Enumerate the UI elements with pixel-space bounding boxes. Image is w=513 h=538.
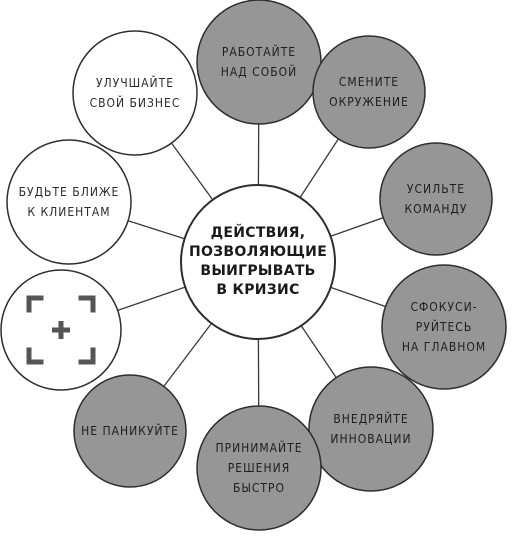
center-hub-line: ВЫИГРЫВАТЬ <box>200 263 316 279</box>
node-label-line: КОМАНДУ <box>404 202 468 216</box>
node-label-line: СМЕНИТЕ <box>338 75 400 89</box>
connector-line-change-surroundings <box>299 138 339 198</box>
node-label-line: БУДЬТЕ БЛИЖЕ <box>18 185 120 199</box>
node-label-improve-business: УЛУЧШАЙТЕ СВОЙ БИЗНЕС <box>73 31 197 155</box>
center-hub-circle <box>180 184 336 340</box>
node-circle-improve-business <box>72 30 198 156</box>
node-label-strengthen-team: УСИЛЬТЕ КОМАНДУ <box>380 143 492 255</box>
connector-line-strengthen-team <box>330 217 384 237</box>
node-label-work-on-self: РАБОТАЙТЕ НАД СОБОЙ <box>197 0 321 124</box>
node-label-line: К КЛИЕНТАМ <box>27 205 111 219</box>
node-label-line: НАД СОБОЙ <box>220 65 298 79</box>
node-circle-change-surroundings <box>312 35 426 149</box>
center-hub-line: ДЕЙСТВИЯ, <box>210 225 306 241</box>
node-label-line: ИННОВАЦИИ <box>330 432 412 446</box>
node-label-closer-to-clients: БУДЬТЕ БЛИЖЕ К КЛИЕНТАМ <box>7 140 131 264</box>
node-label-line: НА ГЛАВНОМ <box>401 340 487 354</box>
node-label-line: НЕ ПАНИКУЙТЕ <box>81 424 179 438</box>
node-label-focus-on-main: СФОКУСИ- РУЙТЕСЬ НА ГЛАВНОМ <box>382 265 506 389</box>
node-circle-closer-to-clients <box>6 139 132 265</box>
connector-line-closer-to-clients <box>127 220 185 240</box>
center-hub-line: В КРИЗИС <box>216 282 300 298</box>
node-label-line: УЛУЧШАЙТЕ <box>95 76 175 90</box>
plus-frame-icon <box>26 295 96 365</box>
connector-line-improve-business <box>170 142 214 201</box>
node-label-line: ОКРУЖЕНИЕ <box>329 95 409 109</box>
node-circle-focus-on-main <box>381 264 507 390</box>
node-label-line: ПРИНИМАЙТЕ <box>215 441 303 455</box>
node-label-line: РАБОТАЙТЕ <box>221 45 297 59</box>
node-circle-introduce-innovations <box>308 366 434 492</box>
node-label-change-surroundings: СМЕНИТЕ ОКРУЖЕНИЕ <box>313 36 425 148</box>
node-label-line: УСИЛЬТЕ <box>406 182 466 196</box>
connectors <box>117 123 386 407</box>
node-circle-strengthen-team <box>379 142 493 256</box>
node-label-dont-panic: НЕ ПАНИКУЙТЕ <box>74 375 186 487</box>
node-label-line: ВНЕДРЯЙТЕ <box>333 412 409 426</box>
node-label-line: СВОЙ БИЗНЕС <box>89 96 181 110</box>
connector-line-focus-on-main <box>330 286 386 308</box>
center-hub-label: ДЕЙСТВИЯ, ПОЗВОЛЯЮЩИЕ ВЫИГРЫВАТЬ В КРИЗИС <box>181 185 335 339</box>
center-hub-line: ПОЗВОЛЯЮЩИЕ <box>188 244 328 260</box>
connector-line-introduce-innovations <box>300 325 337 379</box>
node-label-line: РУЙТЕСЬ <box>415 320 473 334</box>
node-label-line: СФОКУСИ- <box>410 300 478 314</box>
node-circle-dont-panic <box>73 374 187 488</box>
node-circle-decide-quickly <box>196 405 322 531</box>
node-label-decide-quickly: ПРИНИМАЙТЕ РЕШЕНИЯ БЫСТРО <box>197 406 321 530</box>
node-label-line: БЫСТРО <box>232 481 286 495</box>
node-label-line: РЕШЕНИЯ <box>227 461 291 475</box>
connector-line-dont-panic <box>163 323 213 387</box>
node-label-introduce-innovations: ВНЕДРЯЙТЕ ИННОВАЦИИ <box>309 367 433 491</box>
connector-line-add-your-own <box>117 286 186 312</box>
